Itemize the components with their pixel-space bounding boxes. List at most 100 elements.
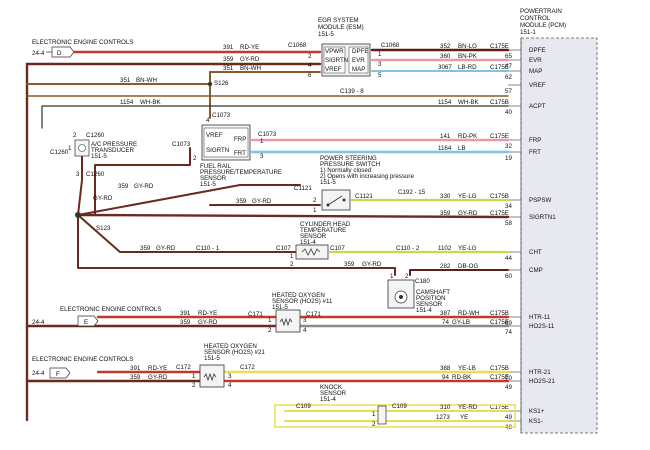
splice-s126: S126 — [214, 80, 229, 87]
wire-color: GY-RD — [458, 210, 478, 217]
ho21-conn-a: C172 — [176, 364, 191, 371]
pcm-title-1: POWERTRAIN — [520, 8, 562, 15]
wire-color: YE — [460, 414, 468, 421]
ac-label-1: A/C PRESSURE — [91, 141, 137, 148]
pcm-pin-conn: C175B — [490, 365, 509, 372]
ho21-pin: 4 — [228, 382, 232, 389]
wire-color: WH-BK — [458, 99, 479, 106]
knock-conn-b: C109 — [392, 403, 407, 410]
cmp-conn: C180 — [415, 278, 430, 285]
ho11-pin: 4 — [303, 327, 307, 334]
cht-c110-a: C110 - 1 — [196, 245, 220, 252]
ac-pin: 2 — [73, 132, 77, 139]
ps-conn-b: C1121 — [355, 193, 373, 200]
eec-top: ELECTRONIC ENGINE CONTROLS 24-4 D — [32, 39, 133, 58]
wire-num: 359 — [140, 245, 151, 252]
wire-num: 310 — [440, 404, 451, 411]
frp-pin: 3 — [260, 153, 264, 160]
wire-num: 359 — [223, 56, 234, 63]
wire-num: 94 — [442, 374, 449, 381]
ps-note-1: 1) Normally closed — [320, 167, 372, 174]
wire-color: BN-WH — [240, 65, 261, 72]
ps-switch: POWER STEERING PRESSURE SWITCH 1) Normal… — [294, 155, 426, 214]
ac-pin: 3 — [76, 171, 80, 178]
wire-color: WH-BK — [140, 99, 161, 106]
eec-top-page: 24-4 — [32, 50, 45, 57]
wire-color: YE-LB — [458, 365, 476, 372]
pcm-title-3: MODULE (PCM) — [520, 22, 566, 29]
pcm-pin-num: 19 — [505, 155, 512, 162]
cmp-label-1: CAMSHAFT — [416, 289, 450, 296]
frp-label-1: FUEL RAIL — [200, 163, 232, 170]
wire-num: 359 — [118, 183, 129, 190]
pcm-title-2: CONTROL — [520, 15, 551, 22]
wire-color: RD-YE — [198, 310, 217, 317]
pcm-pin-conn: C175E — [490, 64, 509, 71]
pcm-ref: 151-1 — [520, 29, 536, 36]
cht-conn-b: C107 — [330, 245, 345, 252]
pcm-pin-conn: C175E — [490, 404, 509, 411]
egr-pin-num: 3 — [378, 61, 382, 68]
egr-conn-right: C1068 — [381, 42, 400, 49]
pcm-pin-conn: C175B — [490, 193, 509, 200]
ac-conn-b: C1260 — [50, 149, 69, 156]
eec-mid-conn: E — [84, 319, 88, 326]
eec-bot-label: ELECTRONIC ENGINE CONTROLS — [32, 356, 133, 363]
pcm-pin-name: FRT — [529, 149, 541, 156]
ps-pin: 2 — [313, 197, 317, 204]
wire-num: 391 — [223, 44, 234, 51]
pcm-pin-num: 69 — [505, 320, 512, 327]
ho21-conn-b: C172 — [240, 364, 255, 371]
pcm-pin-list: DPFEC175E65EVR47MAPC175E62VREF57ACPTC175… — [490, 43, 556, 431]
egr-pin-num: 5 — [378, 72, 382, 79]
pcm-pin-name: CHT — [529, 249, 542, 256]
pcm-pin-num: 44 — [505, 255, 512, 262]
wire-color: GY-RD — [148, 374, 168, 381]
ho2s-21: HEATED OXYGEN SENSOR (HO2S) #21 151-5 C1… — [176, 343, 265, 389]
frp-pin-vref: VREF — [206, 132, 223, 139]
wire-color: YE-LG — [458, 193, 477, 200]
wire-color: GY-RD — [240, 56, 260, 63]
egr-pin-num: 4 — [308, 62, 312, 69]
knock-conn-a: C109 — [296, 403, 311, 410]
wire-num: 330 — [440, 193, 451, 200]
ho21-label-2: SENSOR (HO2S) #21 — [204, 349, 265, 356]
wire-labels: 391 RD-YE 359 GY-RD 351 BN-WH 351 BN-WH … — [93, 43, 479, 421]
knock-pin: 2 — [372, 421, 376, 428]
frp-sensor: VREF FRP SIGRTN FRT C1073 C1073 C1073 FU… — [172, 112, 282, 188]
ps-conn-c192: C192 - 15 — [398, 189, 426, 196]
pcm-pin-name: FRP — [529, 137, 541, 144]
ho21-ref: 151-5 — [204, 355, 220, 362]
egr-pin-vpwr: VPWR — [325, 48, 344, 55]
frp-label-2: PRESSURE/TEMPERATURE — [200, 169, 282, 176]
cht-label-3: SENSOR — [300, 233, 327, 240]
ps-ref: 151-5 — [320, 179, 336, 186]
egr-label-2: MODULE (ESM) — [318, 24, 364, 31]
wire-color: BN-PK — [458, 53, 478, 60]
pcm-pin-conn: C175E — [490, 133, 509, 140]
ps-label-1: POWER STEERING — [320, 155, 377, 162]
ac-label-2: TRANSDUCER — [91, 147, 135, 154]
wire-num: 351 — [120, 77, 131, 84]
ac-pin: 1 — [68, 145, 72, 152]
ho2s-11: HEATED OXYGEN SENSOR (HO2S) #11 151-5 C1… — [248, 292, 333, 334]
wire-color: YE-RD — [458, 404, 478, 411]
pcm-pin-conn: C175E — [490, 43, 509, 50]
wire-color: GY-RD — [252, 198, 272, 205]
cmp-ref: 151-4 — [416, 307, 432, 314]
egr-pin-num: 6 — [308, 72, 312, 79]
pcm-pin-num: 60 — [505, 273, 512, 280]
ac-transducer: A/C PRESSURE TRANSDUCER 151-5 C1260 C126… — [50, 132, 137, 178]
pcm-pin-num: 58 — [505, 220, 512, 227]
ps-pin: 1 — [313, 207, 317, 214]
wire-num: 391 — [180, 310, 191, 317]
wire-num: 359 — [236, 198, 247, 205]
frp-conn-b: C1073 — [172, 141, 191, 148]
pcm-module: POWERTRAIN CONTROL MODULE (PCM) 151-1 — [520, 8, 598, 434]
ho11-conn-a: C171 — [248, 311, 263, 318]
pcm-pin-name: HO2S-11 — [529, 323, 555, 330]
wire-num: 74 — [442, 319, 449, 326]
wire-color: GY-RD — [93, 195, 113, 202]
pcm-pin-name: KS1- — [529, 418, 543, 425]
pcm-pin-num: 70 — [505, 375, 512, 382]
